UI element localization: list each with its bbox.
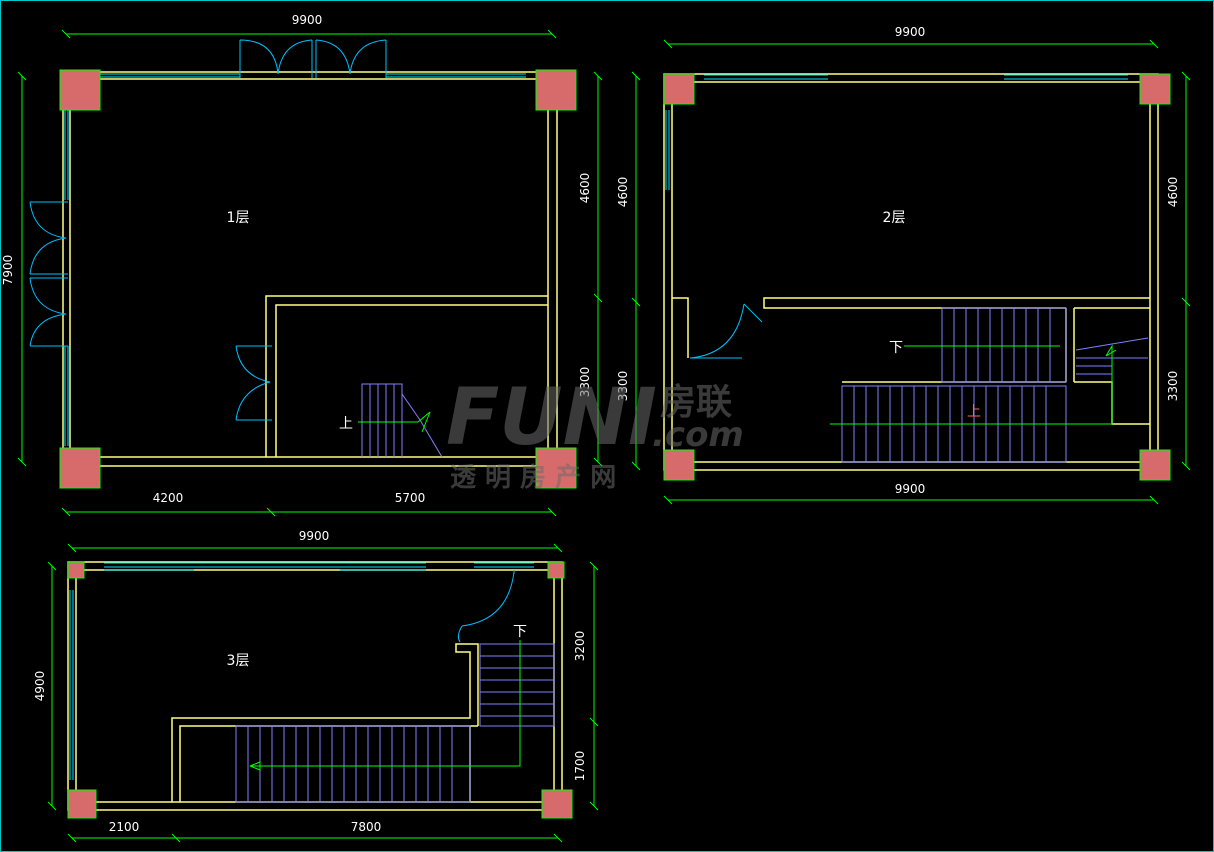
floor2-windows [665,74,1128,190]
floor2-dimension-lines [631,39,1191,505]
floor2-doors [689,303,763,359]
floor2-down-label: 下 [889,340,903,356]
floor1-columns [59,69,577,489]
watermark-logo-cn: 房联 [660,382,732,423]
floor3-dim-right-upper: 3200 [573,631,587,662]
floor2-dim-top: 9900 [895,25,926,39]
floor3-dim-left: 4900 [33,671,47,702]
floor1-stair [358,383,443,458]
floor2-dim-left-upper: 4600 [616,177,630,208]
floor2-dim-left-lower: 3300 [616,371,630,402]
watermark-domain: .com [652,415,744,455]
floor2-columns [663,73,1171,481]
watermark: FUNI 房联 .com 透 明 房 产 网 [446,373,744,493]
floor2-dim-bottom: 9900 [895,482,926,496]
floor2-plan: 9900 4600 3300 4600 3300 9900 2层 下 上 [616,25,1191,505]
floor1-dim-bottom-right: 5700 [395,491,426,505]
floor1-plan: 9900 7900 4600 3300 4200 5700 1层 上 [1,13,603,517]
floor3-door [457,570,515,643]
floor3-dim-right-lower: 1700 [573,751,587,782]
floor2-up-label: 上 [967,404,981,420]
floor1-dimension-lines [17,29,603,517]
floor3-dim-bottom-right: 7800 [351,820,382,834]
floor1-windows [64,73,526,446]
floor1-dim-right-upper: 4600 [578,173,592,204]
floor2-dim-right-lower: 3300 [1166,371,1180,402]
floor1-walls [62,71,558,467]
floor1-dim-top: 9900 [292,13,323,27]
floor3-dim-top: 9900 [299,529,330,543]
floor3-down-label: 下 [513,624,527,640]
watermark-logo: FUNI [446,373,657,463]
floor3-columns [67,561,573,819]
floor3-stairs [235,640,555,803]
floor3-plan: 9900 4900 3200 1700 2100 7800 3层 下 [33,529,599,843]
floor2-label: 2层 [883,210,906,226]
floor1-doors [29,39,387,421]
watermark-slogan: 透 明 房 产 网 [450,463,616,493]
floor3-dim-bottom-left: 2100 [109,820,140,834]
floor2-stairs [830,307,1149,463]
floor1-dim-left: 7900 [1,255,15,286]
floor3-label: 3层 [227,653,250,669]
floor3-dimension-lines [47,543,599,843]
floor1-dim-bottom-left: 4200 [153,491,184,505]
floor2-dim-right-upper: 4600 [1166,177,1180,208]
floor1-dim-right-lower: 3300 [578,367,592,398]
floor3-windows [69,562,534,780]
floor1-label: 1层 [227,210,250,226]
floor1-up-label: 上 [339,416,353,432]
